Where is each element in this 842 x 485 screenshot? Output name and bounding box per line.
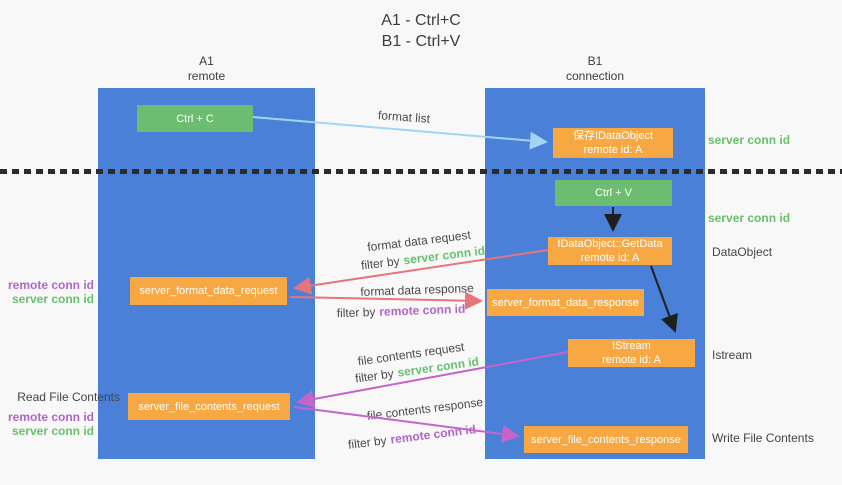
node-server-format-data-request-label: server_format_data_request xyxy=(139,285,278,297)
node-istream-line1: IStream xyxy=(612,340,651,352)
node-server-file-contents-request-label: server_file_contents_request xyxy=(138,400,280,413)
node-ctrl-c-label: Ctrl + C xyxy=(176,112,214,125)
arrow-label-format-data-response: format data response xyxy=(360,281,474,299)
filter-by-text: filter by xyxy=(336,304,376,321)
lane-a-title: A1 xyxy=(199,54,214,68)
node-server-file-contents-response: server_file_contents_response xyxy=(524,426,688,453)
label-istream: Istream xyxy=(712,348,753,362)
filter-by-text: filter by xyxy=(360,253,401,273)
page-title-line1: A1 - Ctrl+C xyxy=(381,12,461,29)
node-istream-line2: remote id: A xyxy=(602,354,661,366)
node-ctrl-v-label: Ctrl + V xyxy=(595,187,632,199)
node-ctrl-v: Ctrl + V xyxy=(555,180,672,206)
dotted-divider-line xyxy=(0,169,842,174)
node-ctrl-c: Ctrl + C xyxy=(137,105,253,132)
node-istream: IStream remote id: A xyxy=(568,339,695,367)
node-server-file-contents-response-label: server_file_contents_response xyxy=(531,433,681,446)
label-group-conn-ids-bottom: remote conn id server conn id xyxy=(0,410,94,438)
page-title-line2: B1 - Ctrl+V xyxy=(381,33,461,50)
filter-value-remote-conn-id: remote conn id xyxy=(379,301,466,319)
label-server-conn-id-mid: server conn id xyxy=(708,211,791,225)
lane-a-subtitle: remote xyxy=(187,69,226,83)
node-server-format-data-request: server_format_data_request xyxy=(130,277,287,305)
lane-b-header: B1 connection xyxy=(485,54,705,84)
node-idataobject-getdata: IDataObject::GetData remote id: A xyxy=(548,237,672,265)
arrow-label-file-contents-response: file contents response xyxy=(366,394,484,424)
label-write-file-contents: Write File Contents xyxy=(712,431,814,445)
node-save-idataobject: 保存IDataObject remote id: A xyxy=(553,128,673,158)
page-title: A1 - Ctrl+C B1 - Ctrl+V xyxy=(0,10,842,52)
label-server-conn-id-left-bottom: server conn id xyxy=(11,424,94,438)
node-save-idataobject-line1: 保存IDataObject xyxy=(572,130,654,142)
arrow-label-format-list: format list xyxy=(377,108,431,126)
label-read-file-contents: Read File Contents xyxy=(17,390,120,404)
label-server-conn-id-left-top: server conn id xyxy=(11,292,94,306)
node-idataobject-getdata-line1: IDataObject::GetData xyxy=(557,238,663,250)
node-server-format-data-response-label: server_format_data_response xyxy=(492,296,639,309)
label-remote-conn-id-top: remote conn id xyxy=(7,278,94,292)
filter-by-text: filter by xyxy=(347,433,388,452)
label-remote-conn-id-bottom: remote conn id xyxy=(7,410,94,424)
node-server-file-contents-request: server_file_contents_request xyxy=(128,393,290,420)
label-server-conn-id-top: server conn id xyxy=(708,133,791,147)
node-idataobject-getdata-line2: remote id: A xyxy=(580,252,640,264)
filter-value-remote-conn-id: remote conn id xyxy=(389,422,477,447)
node-save-idataobject-line2: remote id: A xyxy=(583,144,643,156)
label-dataobject: DataObject xyxy=(712,245,773,259)
lane-a-header: A1 remote xyxy=(98,54,315,84)
filter-by-text: filter by xyxy=(354,366,395,386)
lane-b-subtitle: connection xyxy=(565,69,625,83)
label-group-conn-ids-top: remote conn id server conn id xyxy=(0,278,94,306)
node-server-format-data-response: server_format_data_response xyxy=(487,289,644,316)
lane-b-title: B1 xyxy=(587,54,603,68)
